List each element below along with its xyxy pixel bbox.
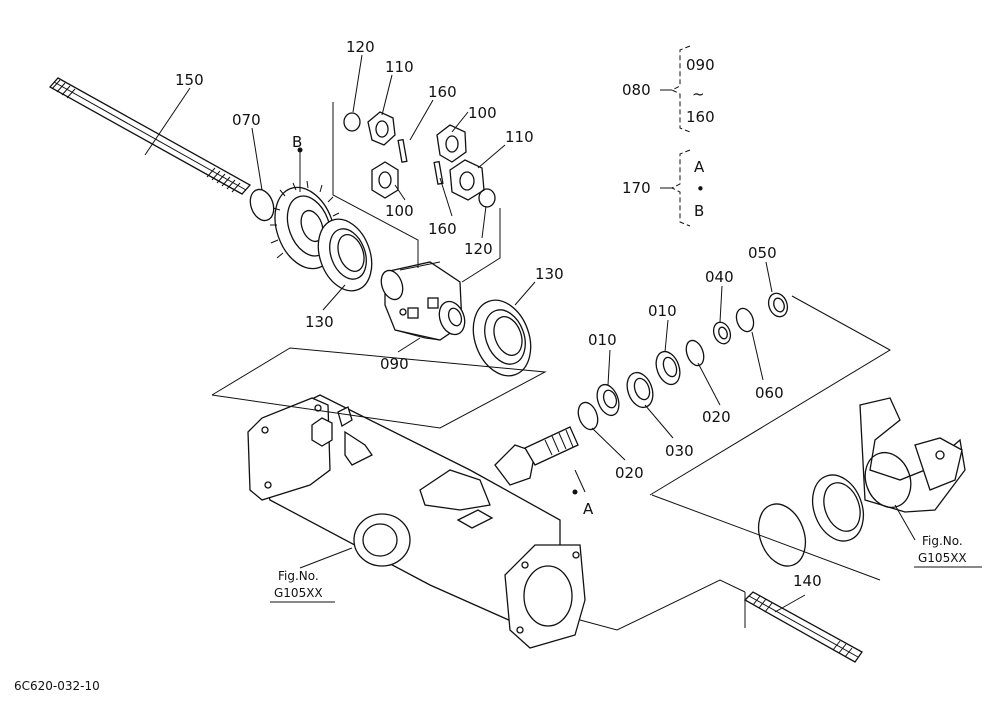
callout-120-bottom: 120 [464,240,493,258]
pinion-shaft-a [494,426,579,486]
legend-080-label: 080 [622,81,651,99]
svg-text:Fig.No.: Fig.No. [922,534,963,548]
legend-080-top: 090 [686,56,715,74]
axle-shaft-150 [48,77,252,195]
callout-120-top: 120 [346,38,375,56]
drawing-code: 6C620-032-10 [14,679,100,693]
legend-170-bottom: B [694,202,704,220]
pinion-seals-bearings [577,292,789,431]
callout-160-top: 160 [428,83,457,101]
legend-170-bracket [670,149,691,227]
right-flange-group [757,397,966,567]
figref-left: Fig.No. G105XX [270,569,335,603]
svg-text:G105XX: G105XX [274,586,323,600]
callout-b: B [292,133,302,151]
svg-text:Fig.No.: Fig.No. [278,569,319,583]
callout-110-right: 110 [505,128,534,146]
callout-090: 090 [380,355,409,373]
point-b-marker [297,147,303,153]
callout-050: 050 [748,244,777,262]
internals-bracket [332,102,501,283]
bearing-130-left [317,218,373,292]
axle-housing [247,394,586,649]
snap-ring-070 [249,188,275,222]
differential-internals [343,111,496,208]
callout-140: 140 [793,572,822,590]
callout-130-left: 130 [305,313,334,331]
callout-160-bottom: 160 [428,220,457,238]
callout-a: A [583,500,594,518]
legend-170-dot: • [696,180,705,198]
figref-right: Fig.No. G105XX [914,534,982,568]
legend-080-bottom: 160 [686,108,715,126]
callout-150: 150 [175,71,204,89]
callout-110-top: 110 [385,58,414,76]
legend-080-tilde: ~ [692,85,705,103]
legend-170-label: 170 [622,179,651,197]
callout-070: 070 [232,111,261,129]
callout-020-right: 020 [702,408,731,426]
callout-040: 040 [705,268,734,286]
svg-text:G105XX: G105XX [918,551,967,565]
point-a-marker [572,489,578,495]
reference-lines [211,295,891,631]
callout-030: 030 [665,442,694,460]
callout-100-top: 100 [468,104,497,122]
shaft-140 [743,591,863,663]
callout-010-left: 010 [588,331,617,349]
callout-010-right: 010 [648,302,677,320]
callout-020-left: 020 [615,464,644,482]
differential-case-090 [380,261,466,341]
callout-060: 060 [755,384,784,402]
leader-lines [144,54,916,613]
callout-130-right: 130 [535,265,564,283]
bearing-130-right [472,299,532,377]
legend-170-top: A [694,158,705,176]
legend-080-bracket [670,45,691,133]
callout-100-bottom: 100 [385,202,414,220]
